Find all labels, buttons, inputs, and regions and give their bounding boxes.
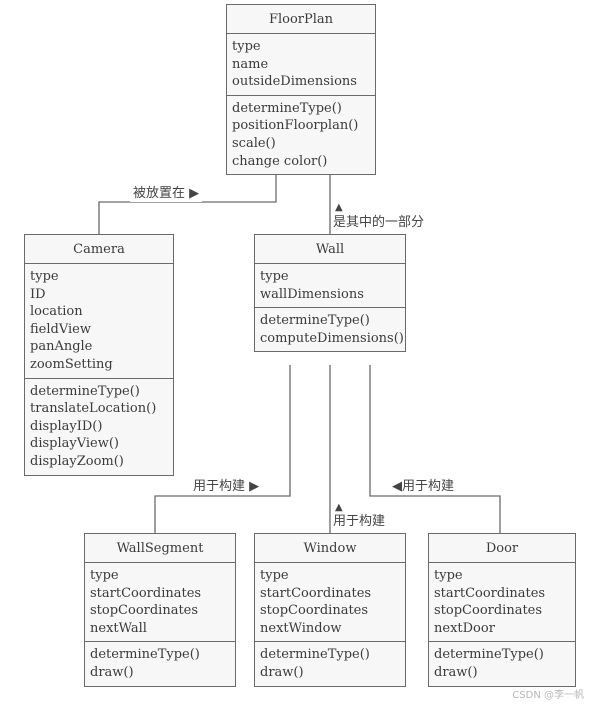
arrow-up-icon: ▲ bbox=[335, 202, 343, 213]
attribute: type bbox=[90, 568, 119, 583]
operation: translateLocation() bbox=[30, 401, 157, 417]
attribute: name bbox=[232, 56, 269, 72]
attribute: zoomSetting bbox=[30, 356, 113, 372]
operations-compartment: determineType() draw() bbox=[429, 642, 575, 685]
class-wall: Wall type wallDimensions determineType()… bbox=[254, 234, 406, 353]
attribute: type bbox=[232, 39, 261, 54]
class-camera: Camera type ID location fieldView panAng… bbox=[24, 234, 174, 476]
association-label-wallsegment-wall: 用于构建 ▶ bbox=[190, 479, 263, 495]
attribute: type bbox=[30, 269, 59, 284]
operations-compartment: determineType() draw() bbox=[85, 642, 235, 685]
class-name: Door bbox=[429, 534, 575, 563]
operation: displayView() bbox=[30, 436, 120, 452]
operation: determineType() bbox=[260, 647, 370, 663]
operation: draw() bbox=[434, 664, 478, 680]
operation: determineType() bbox=[90, 647, 200, 663]
attributes-compartment: type ID location fieldView panAngle zoom… bbox=[25, 264, 173, 379]
attribute: location bbox=[30, 304, 83, 320]
attribute: outsideDimensions bbox=[232, 74, 357, 90]
operation: draw() bbox=[260, 664, 304, 680]
attributes-compartment: type startCoordinates stopCoordinates ne… bbox=[429, 563, 575, 643]
attribute: wallDimensions bbox=[260, 286, 364, 302]
association-label-door-wall: ◀用于构建 bbox=[389, 479, 457, 495]
attributes-compartment: type startCoordinates stopCoordinates ne… bbox=[255, 563, 405, 643]
operations-compartment: determineType() computeDimensions() bbox=[255, 308, 405, 351]
attribute: stopCoordinates bbox=[90, 603, 199, 619]
attribute: type bbox=[260, 269, 289, 284]
watermark: CSDN @李一帆 bbox=[512, 690, 584, 701]
door-wall-line bbox=[369, 365, 501, 533]
attributes-compartment: type wallDimensions bbox=[255, 264, 405, 309]
operations-compartment: determineType() translateLocation() disp… bbox=[25, 379, 173, 475]
attribute: startCoordinates bbox=[260, 585, 372, 601]
wallsegment-wall-line bbox=[154, 365, 291, 533]
operation: determineType() bbox=[30, 383, 140, 399]
operation: scale() bbox=[232, 135, 276, 151]
attribute: ID bbox=[30, 286, 46, 302]
operation: determineType() bbox=[434, 647, 544, 663]
association-label-window-wall: 用于构建 bbox=[333, 514, 386, 530]
attribute: startCoordinates bbox=[90, 585, 202, 601]
attribute: type bbox=[260, 568, 289, 583]
attribute: fieldView bbox=[30, 321, 91, 337]
operation: displayID() bbox=[30, 418, 103, 434]
class-name: Camera bbox=[25, 235, 173, 264]
association-label-camera-floorplan: 被放置在 ▶ bbox=[130, 186, 203, 202]
attribute: type bbox=[434, 568, 463, 583]
operation: determineType() bbox=[260, 313, 370, 329]
attribute: panAngle bbox=[30, 339, 93, 355]
attribute: nextWall bbox=[90, 620, 147, 636]
operation: positionFloorplan() bbox=[232, 118, 359, 134]
operation: change color() bbox=[232, 153, 328, 169]
operation: displayZoom() bbox=[30, 453, 124, 469]
operations-compartment: determineType() draw() bbox=[255, 642, 405, 685]
attribute: startCoordinates bbox=[434, 585, 546, 601]
operation: computeDimensions() bbox=[260, 330, 404, 346]
class-name: Wall bbox=[255, 235, 405, 264]
class-floorplan: FloorPlan type name outsideDimensions de… bbox=[226, 4, 376, 176]
class-name: WallSegment bbox=[85, 534, 235, 563]
operation: determineType() bbox=[232, 100, 342, 116]
camera-floorplan-line bbox=[98, 175, 277, 234]
arrow-up-icon: ▲ bbox=[335, 502, 343, 513]
association-label-wall-floorplan: 是其中的一部分 bbox=[333, 215, 425, 231]
operation: draw() bbox=[90, 664, 134, 680]
operations-compartment: determineType() positionFloorplan() scal… bbox=[227, 96, 375, 174]
attribute: stopCoordinates bbox=[434, 603, 543, 619]
class-name: Window bbox=[255, 534, 405, 563]
attributes-compartment: type name outsideDimensions bbox=[227, 34, 375, 96]
attributes-compartment: type startCoordinates stopCoordinates ne… bbox=[85, 563, 235, 643]
class-window: Window type startCoordinates stopCoordin… bbox=[254, 533, 406, 687]
attribute: nextDoor bbox=[434, 620, 495, 636]
attribute: nextWindow bbox=[260, 620, 342, 636]
attribute: stopCoordinates bbox=[260, 603, 369, 619]
class-name: FloorPlan bbox=[227, 5, 375, 34]
class-door: Door type startCoordinates stopCoordinat… bbox=[428, 533, 576, 687]
class-wallsegment: WallSegment type startCoordinates stopCo… bbox=[84, 533, 236, 687]
